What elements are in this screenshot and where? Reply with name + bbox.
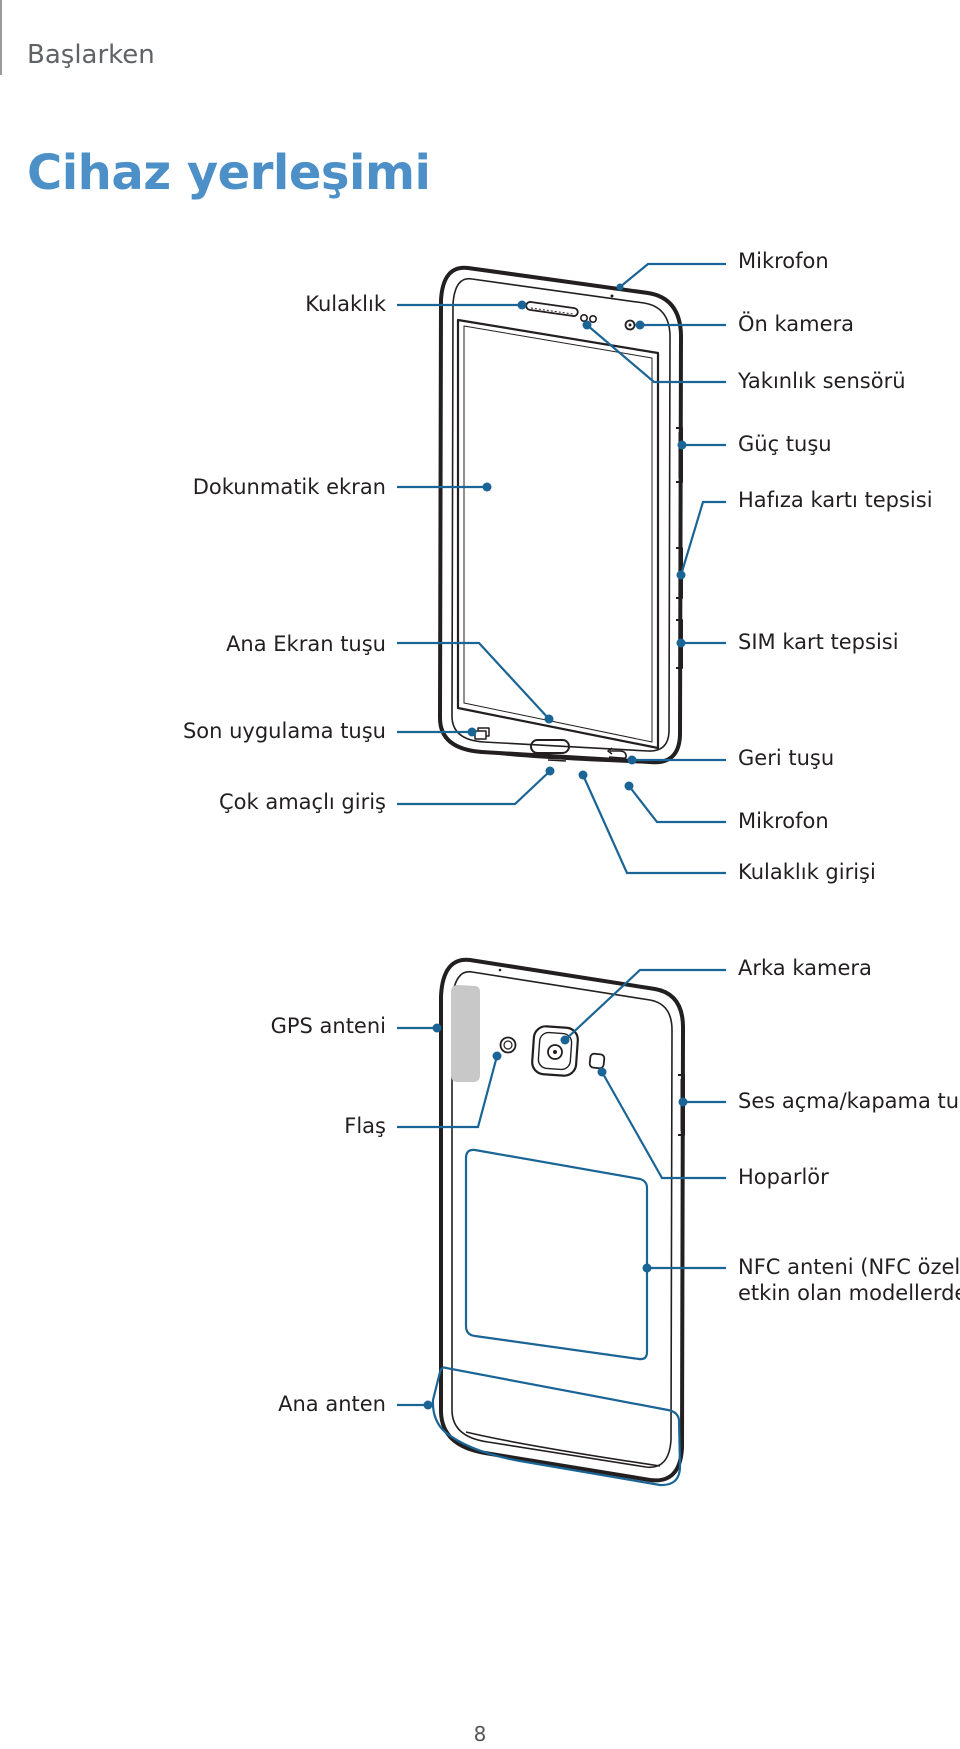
label-yakinlik-sensoru: Yakınlık sensörü — [738, 369, 906, 393]
label-ana-anten: Ana anten — [278, 1392, 386, 1416]
label-kulaklik: Kulaklık — [305, 292, 386, 316]
label-ses-tusu: Ses açma/kapama tuşu — [738, 1089, 960, 1113]
front-camera-icon — [624, 319, 636, 331]
speaker-icon — [588, 1052, 606, 1070]
label-arka-kamera: Arka kamera — [738, 956, 872, 980]
back-outer-shell — [439, 957, 686, 1483]
label-flas: Flaş — [344, 1114, 386, 1138]
multipurpose-jack — [547, 759, 567, 762]
top-mic-icon — [610, 294, 614, 298]
front-callouts — [397, 262, 726, 875]
label-son-uygulama: Son uygulama tuşu — [182, 719, 386, 743]
back-top-mic-icon — [498, 968, 502, 972]
label-hoparlor: Hoparlör — [738, 1165, 829, 1189]
earpiece-icon — [525, 301, 579, 317]
label-on-kamera: Ön kamera — [738, 312, 855, 336]
back-inner-line — [451, 970, 673, 1469]
margin-rule — [0, 0, 2, 75]
home-button — [530, 739, 570, 754]
rear-camera-module — [531, 1025, 579, 1077]
label-mikrofon-bottom: Mikrofon — [738, 809, 829, 833]
page-title: Cihaz yerleşimi — [27, 145, 431, 201]
bottom-edge — [481, 751, 651, 764]
recent-apps-icon — [474, 727, 490, 740]
proximity-sensor-icon — [579, 313, 588, 322]
label-guc-tusu: Güç tuşu — [738, 432, 832, 456]
label-mikrofon-top: Mikrofon — [738, 249, 829, 273]
back-callout-dots — [423, 1023, 688, 1410]
front-callout-dots — [467, 283, 687, 791]
label-kulaklik-girisi: Kulaklık girişi — [738, 860, 876, 884]
proximity-sensor-icon — [588, 314, 597, 323]
label-cok-amacli-giris: Çok amaçlı giriş — [218, 790, 386, 814]
nfc-antenna-area — [464, 1148, 649, 1361]
label-nfc-anteni: NFC anteni (NFC özelliği etkin olan mode… — [738, 1254, 960, 1307]
section-heading: Başlarken — [27, 40, 155, 70]
front-device — [438, 265, 683, 765]
label-nfc-line2: etkin olan modellerde) — [738, 1281, 960, 1306]
front-outer-shell — [438, 265, 683, 765]
gps-antenna-area — [451, 985, 480, 1082]
label-gps-anteni: GPS anteni — [270, 1014, 386, 1038]
back-callouts — [397, 968, 726, 1407]
label-sim-kart: SIM kart tepsisi — [738, 630, 899, 654]
rear-camera-lens-icon — [547, 1044, 563, 1060]
power-key — [676, 427, 683, 483]
flash-icon — [499, 1036, 517, 1054]
page-number: 8 — [473, 1722, 487, 1746]
back-device — [439, 957, 686, 1483]
front-inner-bezel — [451, 277, 671, 752]
back-key-icon — [607, 747, 627, 759]
touch-screen — [456, 318, 660, 750]
label-nfc-line1: NFC anteni (NFC özelliği — [738, 1255, 960, 1279]
label-dokunmatik-ekran: Dokunmatik ekran — [192, 475, 386, 499]
label-hafiza-karti: Hafıza kartı tepsisi — [738, 488, 933, 512]
label-geri-tusu: Geri tuşu — [738, 746, 835, 770]
label-ana-ekran-tusu: Ana Ekran tuşu — [226, 632, 386, 656]
main-antenna-area — [431, 1366, 682, 1487]
touch-screen-inner — [463, 325, 653, 743]
